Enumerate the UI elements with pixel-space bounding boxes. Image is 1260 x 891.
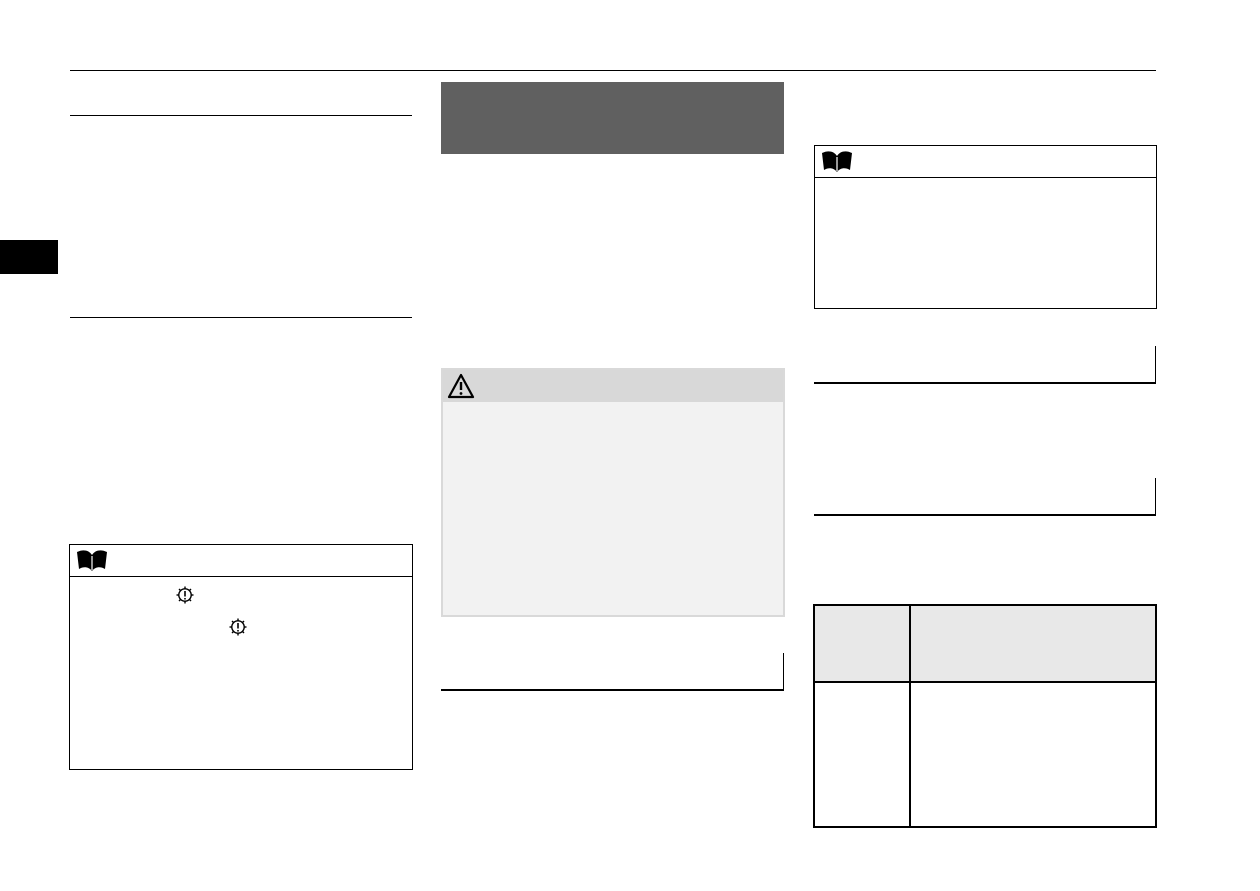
gear-exclamation-icon xyxy=(229,618,247,636)
spec-table xyxy=(813,604,1157,828)
note-box-right-header xyxy=(815,146,1156,178)
chapter-thumb-tab xyxy=(0,240,58,274)
table-header-row xyxy=(815,606,1155,683)
mid-heading-rule xyxy=(441,689,784,691)
note-box-left xyxy=(69,544,413,770)
section-title-bar xyxy=(441,82,784,154)
note-box-right xyxy=(814,145,1157,309)
note-box-left-header xyxy=(70,545,412,577)
left-section-rule-1 xyxy=(70,115,412,116)
right-heading-rule-2 xyxy=(814,514,1156,516)
right-heading-rule-1 xyxy=(814,382,1156,384)
gear-exclamation-icon xyxy=(176,586,194,604)
right-heading-bracket-2 xyxy=(1155,478,1156,515)
page-top-rule xyxy=(70,70,1156,71)
table-column-divider xyxy=(909,606,911,826)
left-section-rule-2 xyxy=(70,317,412,318)
right-heading-bracket-1 xyxy=(1155,346,1156,383)
open-book-icon xyxy=(77,550,107,571)
warning-box-header xyxy=(443,370,783,402)
warning-triangle-icon xyxy=(447,373,475,399)
warning-box xyxy=(441,368,785,617)
mid-heading-bracket xyxy=(783,653,784,690)
open-book-icon xyxy=(822,151,852,172)
